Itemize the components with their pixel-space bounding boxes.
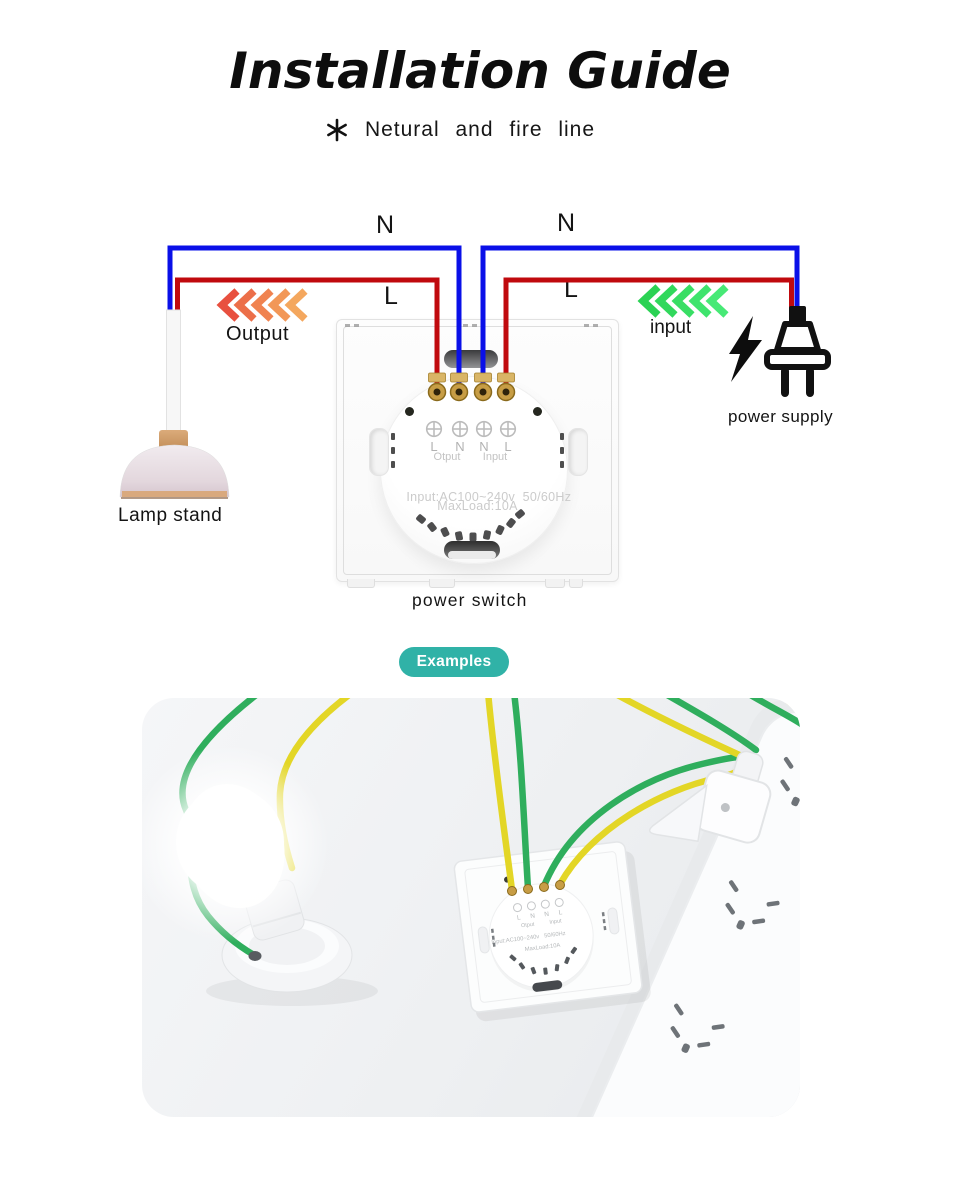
pendant-lamp: [119, 309, 230, 499]
mounting-slot-bottom: [444, 541, 500, 559]
neutral-label-left: N: [376, 211, 395, 239]
bulb-holder: [142, 698, 378, 1006]
strip-plug: [648, 750, 772, 844]
svg-text:N: N: [544, 911, 550, 919]
input-label: input: [650, 317, 692, 338]
live-label-right: L: [564, 275, 578, 303]
input-arrows-icon: [637, 284, 729, 318]
examples-photo-art: L N N L Otput Input Input:AC100~240v 50/…: [142, 698, 800, 1117]
mounting-slot-top: [444, 350, 498, 368]
power-strip: [553, 698, 800, 1117]
asterisk-icon: [327, 118, 347, 142]
terminal-letter: N: [455, 439, 465, 454]
svg-text:L: L: [558, 909, 563, 916]
svg-text:N: N: [530, 912, 536, 920]
subtitle: Netural and fire line: [0, 118, 940, 142]
power-switch-label: power switch: [412, 590, 528, 610]
switch-round-module: [380, 376, 568, 564]
svg-text:Input:AC100~240v: Input:AC100~240v: [491, 934, 540, 946]
examples-photo: L N N L Otput Input Input:AC100~240v 50/…: [142, 698, 800, 1117]
side-clip-right: [568, 428, 588, 476]
svg-text:Otput: Otput: [521, 922, 536, 930]
page-title: Installation Guide: [229, 42, 731, 100]
example-wires: [485, 698, 800, 894]
terminal-letter: L: [504, 439, 512, 454]
screw-terminal-icon: [499, 420, 517, 438]
screw-terminal-icon: [451, 420, 469, 438]
svg-text:L: L: [517, 914, 522, 921]
power-plug-icon: [764, 306, 831, 397]
fixing-hole: [405, 407, 414, 416]
power-switch-back-panel: L N N L Otput Input Input:AC100~240v 50/…: [336, 319, 619, 588]
live-label-left: L: [384, 282, 398, 310]
lamp-stand-label: Lamp stand: [118, 505, 223, 526]
power-supply-label: power supply: [728, 407, 833, 426]
svg-text:MaxLoad:10A: MaxLoad:10A: [524, 943, 560, 953]
examples-badge-label: Examples: [416, 653, 492, 670]
svg-text:Input: Input: [549, 918, 562, 926]
example-terminals: [507, 880, 565, 896]
subtitle-text: Netural and fire line: [364, 118, 596, 141]
screw-terminal-icon: [425, 420, 443, 438]
neutral-label-right: N: [557, 209, 576, 237]
side-clip-left: [369, 428, 389, 476]
examples-badge: Examples: [399, 647, 509, 677]
terminal-letter: N: [479, 439, 489, 454]
screw-terminal-icon: [475, 420, 493, 438]
example-power-switch: L N N L Otput Input Input:AC100~240v 50/…: [453, 841, 651, 1022]
spec-line-voltage: Input:AC100~240v 50/60Hz: [406, 490, 572, 504]
output-group-label: Otput: [433, 451, 461, 463]
spec-line-load: MaxLoad:10A: [437, 499, 518, 513]
output-arrows-icon: [216, 288, 308, 322]
terminal-letter: L: [430, 439, 438, 454]
output-label: Output: [226, 323, 290, 345]
lightning-bolt-icon: [729, 316, 762, 382]
fixing-hole: [533, 407, 542, 416]
input-group-label: Input: [482, 451, 508, 463]
svg-text:50/60Hz: 50/60Hz: [544, 931, 566, 940]
